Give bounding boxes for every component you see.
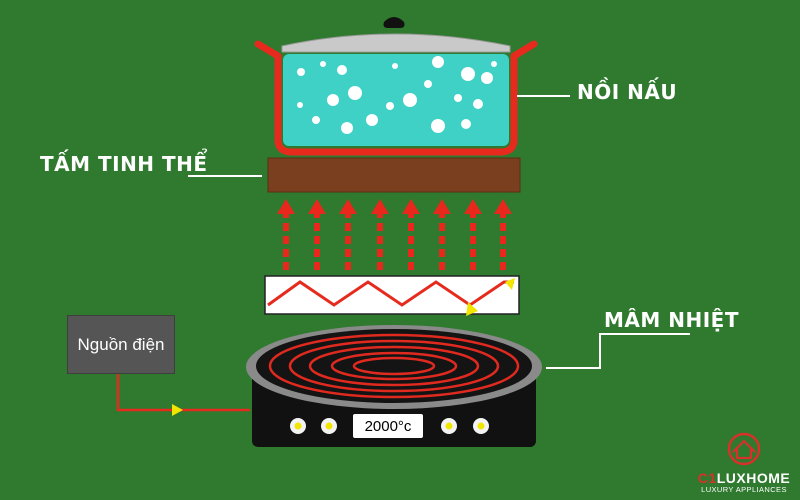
temperature-display: 2000°c (353, 414, 423, 438)
brand-logo: C1LUXHOME LUXURY APPLIANCES (694, 429, 794, 495)
brand-name: C1LUXHOME (694, 470, 794, 486)
zigzag-wire (267, 280, 514, 307)
heat-arrow (277, 199, 295, 270)
bubbles (297, 56, 497, 134)
water (283, 54, 509, 146)
lid-knob (383, 17, 405, 28)
heat-arrow (433, 199, 451, 270)
heat-arrows (277, 199, 512, 270)
heat-arrow (308, 199, 326, 270)
heat-arrow (371, 199, 389, 270)
leader-lines (188, 95, 690, 369)
heat-arrow (339, 199, 357, 270)
heat-arrow (464, 199, 482, 270)
power-source-box: Nguồn điện (67, 315, 175, 374)
heating-tray-label: MÂM NHIỆT (604, 308, 739, 332)
house-in-circle-icon (727, 432, 761, 466)
current-arrow (505, 278, 515, 290)
crystal-plate (267, 157, 521, 193)
pot (254, 40, 538, 156)
stove (246, 325, 542, 447)
heating-element (264, 275, 520, 316)
heat-arrow (494, 199, 512, 270)
heating-coils (268, 333, 520, 399)
brand-accent: C1 (697, 470, 717, 486)
crystal-plate-label: TẤM TINH THỂ (40, 152, 208, 176)
brand-name-text: LUXHOME (716, 470, 791, 486)
heat-arrow (402, 199, 420, 270)
control-knobs (290, 418, 489, 434)
power-wire (116, 372, 250, 416)
power-source-label: Nguồn điện (77, 334, 165, 354)
power-arrow (172, 404, 183, 416)
temperature-readout: 2000°c (364, 417, 412, 435)
brand-tagline: LUXURY APPLIANCES (701, 485, 787, 494)
current-arrow (466, 302, 478, 316)
pot-lid (281, 17, 511, 53)
pot-label: NỒI NẤU (577, 80, 678, 104)
